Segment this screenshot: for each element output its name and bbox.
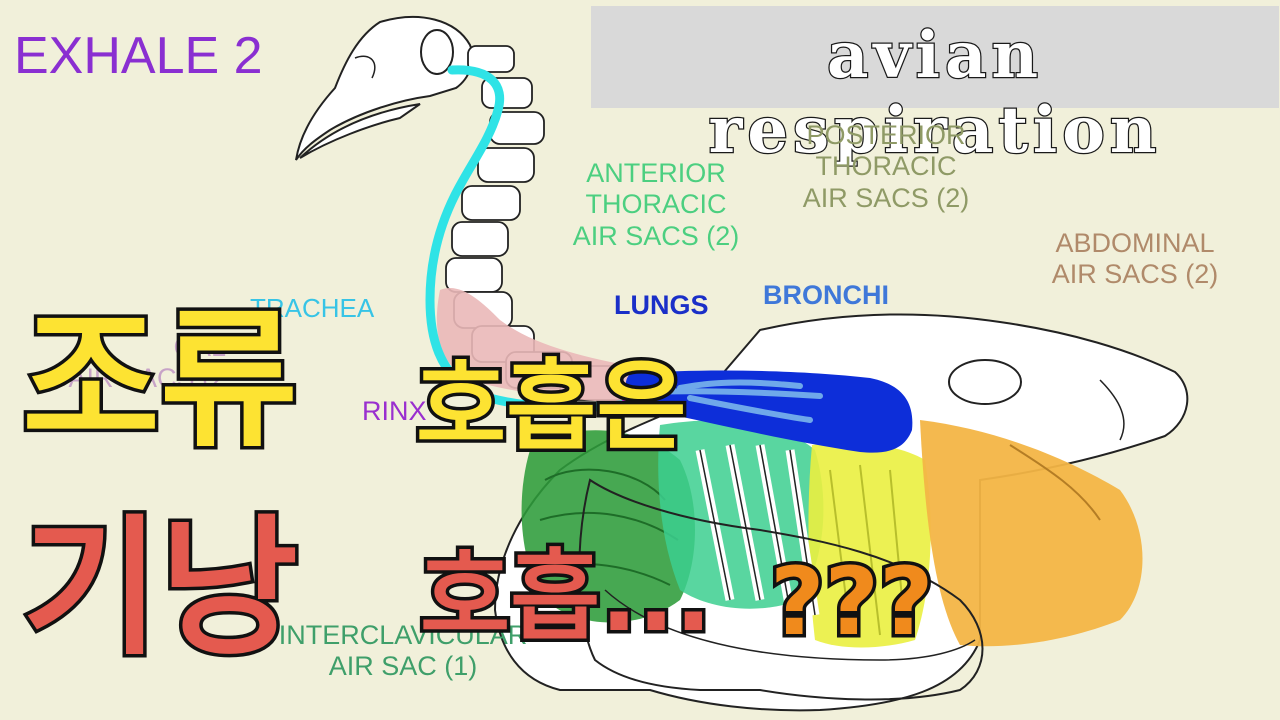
label-posterior-thoracic: POSTERIOR THORACIC AIR SACS (2) — [802, 120, 970, 213]
trachea-tube — [425, 65, 635, 413]
pelvis-hole — [948, 359, 1022, 405]
caption-line2-big: 기낭 — [18, 502, 301, 676]
beak-lower — [299, 103, 421, 159]
interclavicular-air-sac — [521, 430, 695, 623]
title-text: avian respiration — [707, 17, 1162, 170]
syrinx-dot — [622, 394, 638, 410]
title-banner: avian respiration — [591, 6, 1279, 169]
eye-socket — [420, 29, 454, 75]
exhale-stage-label: EXHALE 2 — [14, 27, 263, 85]
label-trachea: TRACHEA — [250, 293, 375, 323]
label-anterior-thoracic: ANTERIOR THORACIC AIR SACS (2) — [572, 158, 740, 251]
caption-line2-small: 호흡... — [416, 540, 715, 654]
caption-line1-small: 호흡은 — [412, 350, 689, 464]
bronchi-lines — [637, 379, 823, 423]
label-abdominal: ABDOMINAL AIR SACS (2) — [1051, 228, 1219, 290]
label-syrinx-partial: RINX — [362, 396, 427, 426]
caption-line1-big: 조류 — [18, 294, 301, 468]
abdominal-air-sac — [920, 420, 1143, 647]
label-lungs: LUNGS — [614, 290, 709, 320]
label-bronchi: BRONCHI — [763, 280, 889, 310]
rib-bones — [695, 444, 820, 616]
keel-bone — [578, 478, 984, 701]
label-cervical-partial: CAL AIR SACS (2 — [68, 332, 226, 394]
caption-question-marks: ??? — [767, 548, 938, 657]
label-interclavicular-partial: INTERCLAVICULAR AIR SAC (1) — [278, 620, 528, 682]
cervical-air-sac — [436, 288, 660, 405]
